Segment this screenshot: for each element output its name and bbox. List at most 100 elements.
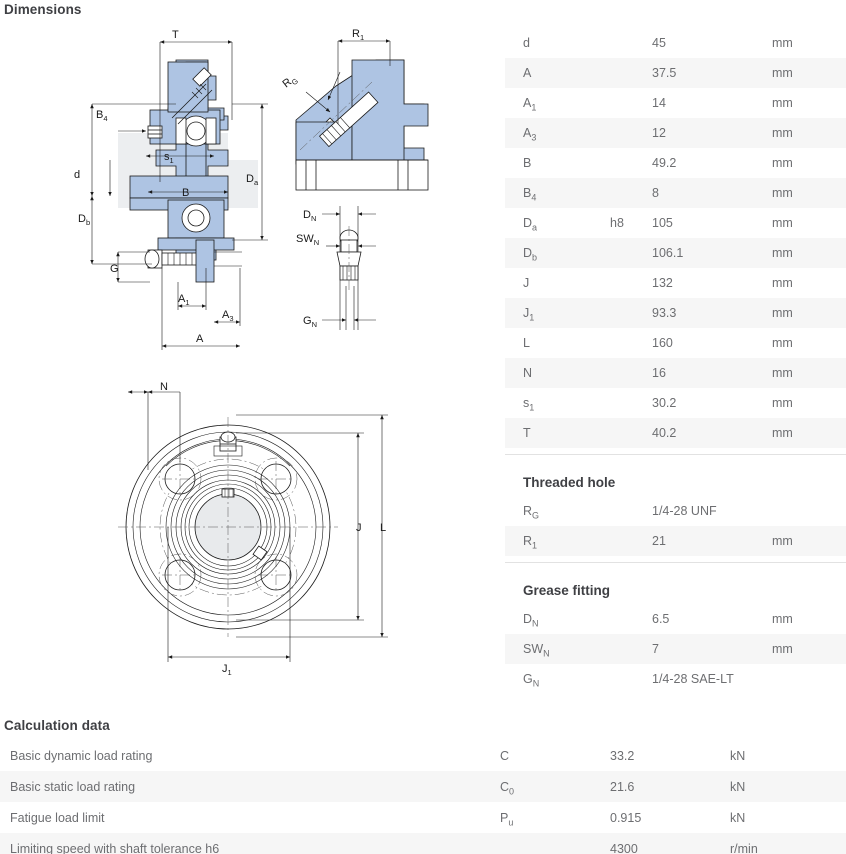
row-symbol: A3 — [523, 126, 537, 143]
section-header-grease-fitting: Grease fitting — [505, 562, 846, 604]
row-description: Limiting speed with shaft tolerance h6 — [10, 841, 220, 854]
row-symbol: N — [523, 366, 533, 380]
row-value: 6.5 — [652, 612, 670, 626]
row-symbol: J — [523, 276, 530, 290]
row-unit: r/min — [730, 841, 758, 854]
row-unit: mm — [772, 306, 793, 320]
row-value: 0.915 — [610, 810, 642, 825]
row-unit: mm — [772, 642, 793, 656]
row-value: 21.6 — [610, 779, 635, 794]
label-Db: Db — [78, 213, 90, 227]
row-value: 8 — [652, 186, 659, 200]
row-value: 4300 — [610, 841, 638, 854]
table-row: DN 6.5 mm — [505, 604, 846, 634]
row-symbol: L — [523, 336, 530, 350]
threaded-hole-detail-drawing: R1 RG — [280, 28, 429, 191]
section-header-threaded-hole: Threaded hole — [505, 454, 846, 496]
table-row: B4 8 mm — [505, 178, 846, 208]
label-A1: A1 — [178, 293, 190, 307]
row-unit: mm — [772, 216, 793, 230]
table-row: B 49.2 mm — [505, 148, 846, 178]
dimensions-area: Dimensions .ln { stroke:#1a1a1a; stroke-… — [0, 0, 846, 716]
row-unit: mm — [772, 156, 793, 170]
section-header-label: Threaded hole — [523, 475, 616, 490]
row-symbol: A1 — [523, 96, 537, 113]
row-value: 132 — [652, 276, 673, 290]
label-G: G — [110, 263, 119, 275]
row-symbol: d — [523, 36, 530, 50]
row-unit: kN — [730, 748, 746, 763]
row-value: 160 — [652, 336, 673, 350]
label-N: N — [160, 381, 168, 393]
row-value: 12 — [652, 126, 666, 140]
row-unit: kN — [730, 810, 746, 825]
row-unit: mm — [772, 396, 793, 410]
row-value: 21 — [652, 534, 666, 548]
row-unit: mm — [772, 426, 793, 440]
row-value: 7 — [652, 642, 659, 656]
row-value: 105 — [652, 216, 673, 230]
dimensions-title: Dimensions — [4, 2, 82, 17]
row-value: 45 — [652, 36, 666, 50]
row-description: Basic dynamic load rating — [10, 748, 153, 763]
row-value: 33.2 — [610, 748, 635, 763]
table-row: Db 106.1 mm — [505, 238, 846, 268]
row-unit: mm — [772, 66, 793, 80]
row-unit: mm — [772, 336, 793, 350]
label-A: A — [196, 333, 204, 345]
row-value: 106.1 — [652, 246, 684, 260]
label-L: L — [380, 522, 386, 534]
table-row: N 16 mm — [505, 358, 846, 388]
front-view-drawing: N J L J1 — [118, 381, 388, 677]
label-s1: s1 — [164, 151, 174, 165]
drawing-pane: Dimensions .ln { stroke:#1a1a1a; stroke-… — [0, 0, 500, 716]
row-symbol: T — [523, 426, 531, 440]
row-symbol: J1 — [523, 306, 535, 323]
label-T: T — [172, 29, 179, 41]
row-unit: mm — [772, 612, 793, 626]
row-unit: mm — [772, 186, 793, 200]
row-value: 16 — [652, 366, 666, 380]
table-row: Basic static load rating C0 21.6 kN — [0, 771, 846, 802]
row-symbol: B4 — [523, 186, 537, 203]
row-symbol: B — [523, 156, 532, 170]
row-symbol: SWN — [523, 642, 550, 659]
label-B: B — [182, 187, 189, 199]
label-J: J — [356, 522, 362, 534]
row-symbol: RG — [523, 504, 540, 521]
grease-nipple-detail-drawing: DN SWN GN — [296, 206, 376, 330]
row-value: 93.3 — [652, 306, 677, 320]
row-unit: mm — [772, 246, 793, 260]
row-symbol: C0 — [500, 779, 515, 796]
row-value: 30.2 — [652, 396, 677, 410]
row-symbol: GN — [523, 672, 540, 689]
row-symbol: Db — [523, 246, 538, 263]
row-unit: mm — [772, 366, 793, 380]
label-R1: R1 — [352, 28, 364, 42]
label-RG: RG — [280, 72, 300, 92]
table-row: Da h8 105 mm — [505, 208, 846, 238]
row-unit: mm — [772, 534, 793, 548]
row-symbol: A — [523, 66, 532, 80]
row-value: 49.2 — [652, 156, 677, 170]
row-symbol: Da — [523, 216, 538, 233]
cross-section-drawing: T B4 s1 d B — [74, 29, 268, 350]
row-symbol: DN — [523, 612, 539, 629]
table-row: Fatigue load limit Pu 0.915 kN — [0, 802, 846, 833]
row-tolerance: h8 — [610, 216, 624, 230]
label-d: d — [74, 169, 80, 181]
calculation-data-title: Calculation data — [4, 718, 110, 733]
row-unit: kN — [730, 779, 746, 794]
table-row: Limiting speed with shaft tolerance h6 4… — [0, 833, 846, 854]
label-DN: DN — [303, 209, 316, 223]
